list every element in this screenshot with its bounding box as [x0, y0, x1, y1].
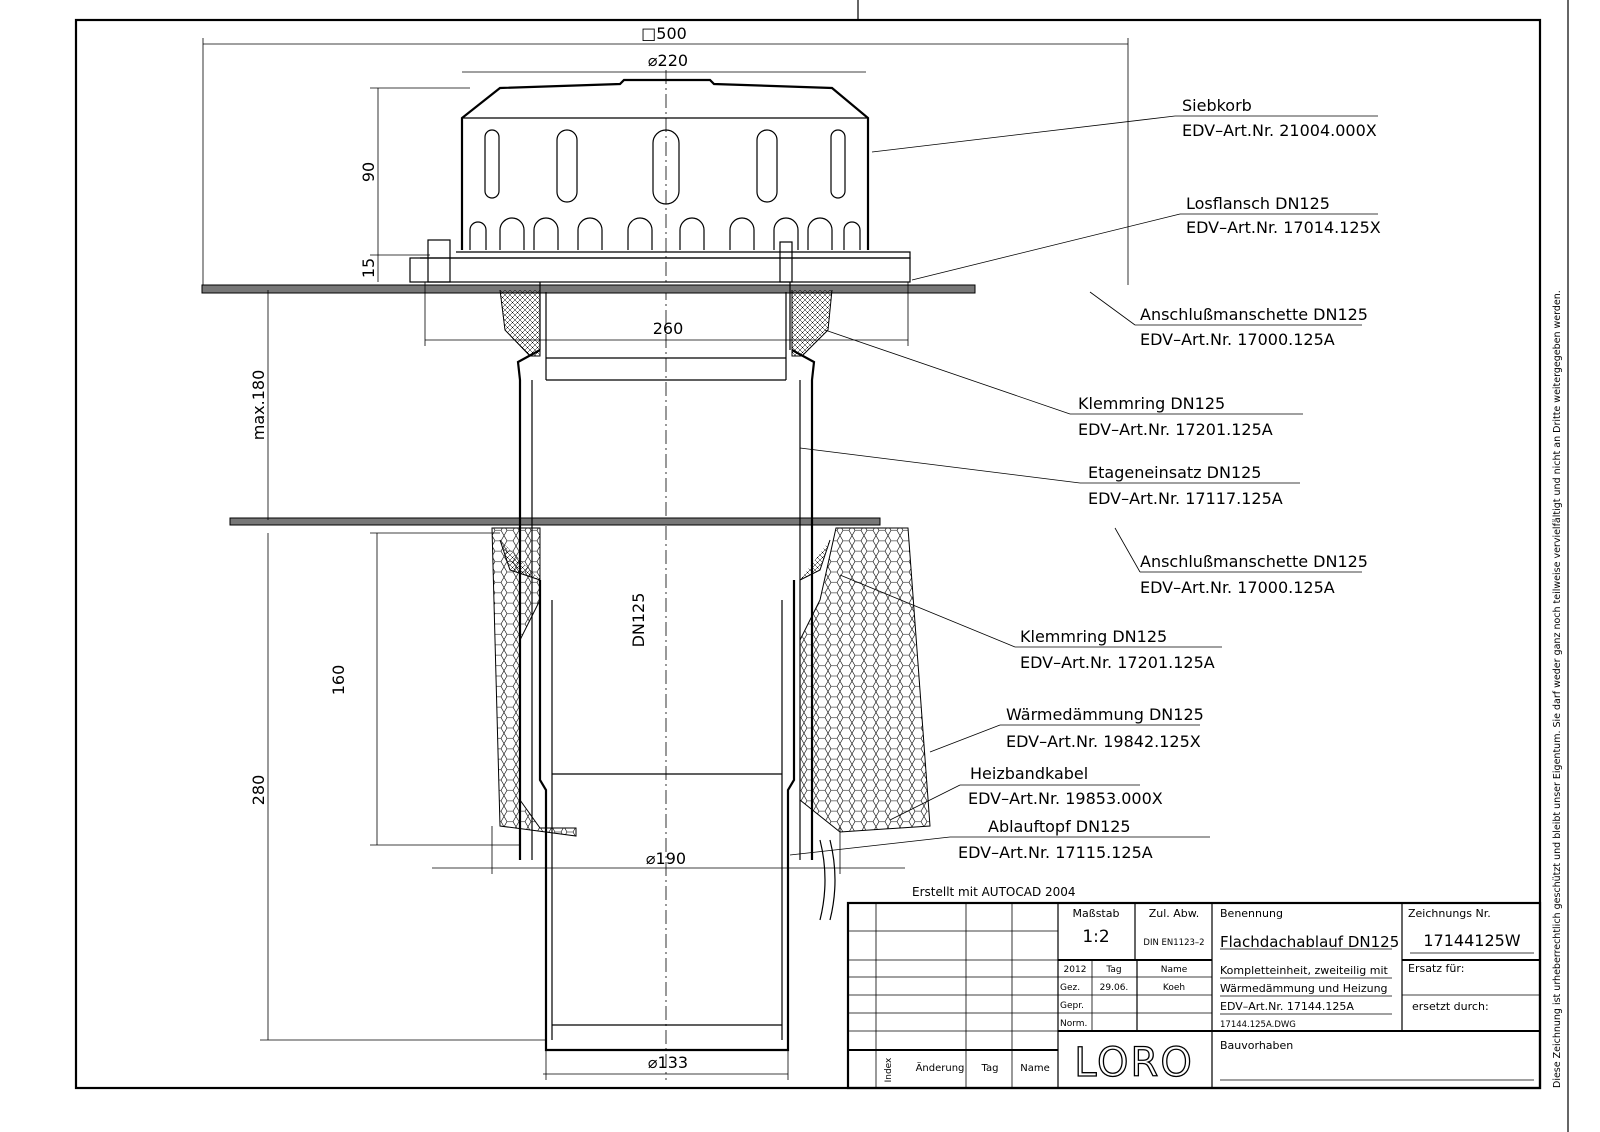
description-line: Wärmedämmung und Heizung: [1220, 982, 1388, 995]
part-number: EDV–Art.Nr. 17000.125A: [1140, 330, 1335, 349]
thermal-insulation: [491, 527, 931, 837]
part-name: Ablauftopf DN125: [988, 817, 1131, 836]
drawing-no-value: 17144125W: [1423, 931, 1520, 950]
part-name: Anschlußmanschette DN125: [1140, 552, 1368, 571]
part-name: Klemmring DN125: [1020, 627, 1167, 646]
dim-max-180: max.180: [249, 370, 268, 440]
part-number: EDV–Art.Nr. 17117.125A: [1088, 489, 1283, 508]
rev-day-label: Tag: [981, 1063, 999, 1074]
designation-label: Benennung: [1220, 907, 1283, 920]
tolerance-label: Zul. Abw.: [1149, 907, 1200, 920]
copyright-notice: Diese Zeichnung ist urheberrechtlich ges…: [1552, 290, 1563, 1088]
label-waermedaemmung: Wärmedämmung DN125 EDV–Art.Nr. 19842.125…: [929, 705, 1204, 753]
part-number: EDV–Art.Nr. 17014.125X: [1186, 218, 1381, 237]
scale-label: Maßstab: [1073, 907, 1120, 920]
year: 2012: [1064, 965, 1087, 975]
dim-160: 160: [329, 665, 348, 696]
loro-logo: LORO: [1074, 1040, 1194, 1086]
dim-260: 260: [653, 319, 684, 338]
part-name: Anschlußmanschette DN125: [1140, 305, 1368, 324]
index-label: Index: [884, 1057, 894, 1082]
label-klemmring-2: Klemmring DN125 EDV–Art.Nr. 17201.125A: [839, 574, 1222, 672]
part-name: Losflansch DN125: [1186, 194, 1330, 213]
part-number: EDV–Art.Nr. 17201.125A: [1020, 653, 1215, 672]
part-number: EDV–Art.Nr. 19853.000X: [968, 789, 1163, 808]
designation-value: Flachdachablauf DN125: [1220, 933, 1399, 951]
description-line: EDV–Art.Nr. 17144.125A: [1220, 1000, 1354, 1013]
part-name: Wärmedämmung DN125: [1006, 705, 1204, 724]
dim-90: 90: [359, 162, 378, 182]
description-line: Kompletteinheit, zweiteilig mit: [1220, 964, 1389, 977]
label-klemmring-1: Klemmring DN125 EDV–Art.Nr. 17201.125A: [824, 329, 1303, 439]
norm-label: Norm.: [1060, 1019, 1087, 1029]
label-anschlussmanschette-1: Anschlußmanschette DN125 EDV–Art.Nr. 170…: [1089, 291, 1368, 349]
dim-dia-220: ⌀220: [648, 51, 688, 70]
rev-name-label: Name: [1020, 1063, 1050, 1074]
drawing-no-label: Zeichnungs Nr.: [1408, 907, 1491, 920]
drawn-name: Koeh: [1163, 983, 1185, 993]
scale-value: 1:2: [1082, 927, 1109, 947]
part-number: EDV–Art.Nr. 19842.125X: [1006, 732, 1201, 751]
part-number: EDV–Art.Nr. 17000.125A: [1140, 578, 1335, 597]
part-name: Etageneinsatz DN125: [1088, 463, 1261, 482]
dim-280: 280: [249, 775, 268, 806]
tolerance-value: DIN EN1123–2: [1143, 938, 1204, 948]
part-name: Siebkorb: [1182, 96, 1252, 115]
checked-label: Gepr.: [1060, 1001, 1084, 1011]
label-ablauftopf: Ablauftopf DN125 EDV–Art.Nr. 17115.125A: [789, 817, 1210, 862]
part-labels: Siebkorb EDV–Art.Nr. 21004.000X Losflans…: [789, 96, 1381, 862]
dim-square-500: □500: [641, 24, 687, 43]
drawn-day: 29.06.: [1100, 983, 1129, 993]
label-heizbandkabel: Heizbandkabel EDV–Art.Nr. 19853.000X: [889, 764, 1163, 821]
part-name: Heizbandkabel: [970, 764, 1088, 783]
part-name: Klemmring DN125: [1078, 394, 1225, 413]
title-block: Maßstab 1:2 Zul. Abw. DIN EN1123–2 Benen…: [846, 901, 1542, 1090]
change-label: Änderung: [916, 1061, 965, 1074]
drain-pot: [538, 580, 836, 1052]
label-anschlussmanschette-2: Anschlußmanschette DN125 EDV–Art.Nr. 170…: [1114, 527, 1368, 597]
drawing-frame: [74, 0, 1569, 1132]
dim-dia-190: ⌀190: [646, 849, 686, 868]
replaces-label: Ersatz für:: [1408, 962, 1464, 975]
part-number: EDV–Art.Nr. 17201.125A: [1078, 420, 1273, 439]
day-label: Tag: [1105, 965, 1121, 975]
part-number: EDV–Art.Nr. 17115.125A: [958, 843, 1153, 862]
part-number: EDV–Art.Nr. 21004.000X: [1182, 121, 1377, 140]
sieve-basket: [420, 78, 911, 259]
label-siebkorb: Siebkorb EDV–Art.Nr. 21004.000X: [871, 96, 1378, 153]
drawn-label: Gez.: [1060, 983, 1080, 993]
label-etageneinsatz: Etageneinsatz DN125 EDV–Art.Nr. 17117.12…: [799, 447, 1300, 508]
replaced-by-label: ersetzt durch:: [1412, 1000, 1489, 1013]
file-name: 17144.125A.DWG: [1220, 1020, 1296, 1030]
dim-dn125: DN125: [629, 593, 648, 648]
roof-layers: [201, 284, 976, 526]
dimensions: □500 ⌀220 90 15 max.180 260 DN125 160 28…: [202, 24, 1129, 1080]
label-losflansch: Losflansch DN125 EDV–Art.Nr. 17014.125X: [911, 194, 1381, 281]
dim-dia-133: ⌀133: [648, 1053, 688, 1072]
dim-15: 15: [359, 258, 378, 278]
project-label: Bauvorhaben: [1220, 1039, 1293, 1052]
name-label: Name: [1161, 965, 1188, 975]
created-with-note: Erstellt mit AUTOCAD 2004: [912, 885, 1076, 899]
